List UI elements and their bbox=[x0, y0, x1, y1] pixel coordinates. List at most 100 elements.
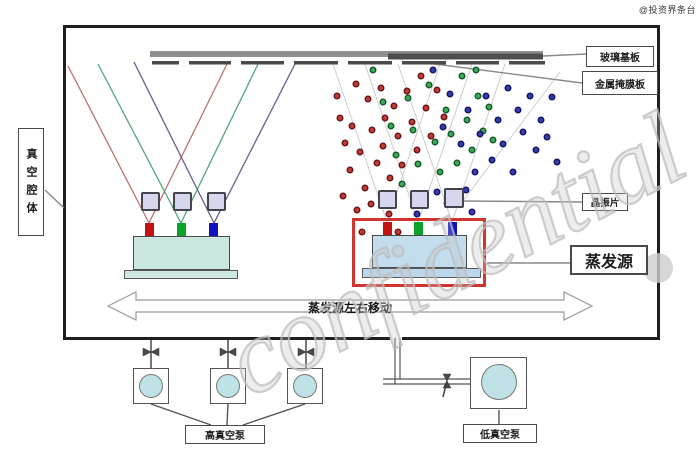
right-nozzle-blue bbox=[448, 222, 457, 235]
metal-mask-segment bbox=[241, 61, 284, 65]
vapor-particle bbox=[499, 140, 507, 148]
vapor-particle bbox=[509, 168, 517, 176]
vapor-particle bbox=[377, 84, 385, 92]
vapor-particle bbox=[436, 168, 444, 176]
vapor-particle bbox=[442, 106, 450, 114]
vapor-particle bbox=[352, 80, 360, 88]
right-nozzle-red bbox=[383, 222, 392, 235]
vapor-particle bbox=[381, 114, 389, 122]
vapor-particle bbox=[553, 158, 561, 166]
pump-rotor bbox=[216, 374, 240, 398]
pump-rotor bbox=[139, 374, 163, 398]
valve-icons bbox=[142, 347, 452, 398]
right-source-body bbox=[372, 235, 467, 268]
metal-mask-segment bbox=[189, 61, 231, 65]
vapor-particle bbox=[474, 92, 482, 100]
right-nozzle-green bbox=[414, 222, 423, 235]
vapor-particle bbox=[431, 138, 439, 146]
vapor-particle bbox=[348, 122, 356, 130]
crystal-monitor bbox=[141, 192, 160, 211]
vapor-particle bbox=[447, 130, 455, 138]
vapor-particle bbox=[471, 168, 479, 176]
vapor-particle bbox=[422, 104, 430, 112]
crystal-monitor bbox=[207, 192, 226, 211]
vapor-particle bbox=[519, 128, 527, 136]
vapor-particle bbox=[398, 161, 406, 169]
metal-mask-segment bbox=[348, 61, 392, 65]
vapor-particle bbox=[468, 146, 476, 154]
vapor-particle bbox=[361, 184, 369, 192]
vapor-particle bbox=[385, 210, 393, 218]
left-source-body bbox=[133, 236, 230, 270]
vapor-particle bbox=[427, 132, 435, 140]
vapor-particle bbox=[537, 116, 545, 124]
arrow-label: 蒸发源左右移动 bbox=[307, 301, 392, 315]
metal-mask-segment bbox=[456, 61, 499, 65]
vapor-particle bbox=[413, 146, 421, 154]
vapor-particle bbox=[476, 130, 484, 138]
pump-piping bbox=[150, 338, 500, 426]
vapor-particle bbox=[464, 106, 472, 114]
glass-substrate-bar-dark bbox=[388, 53, 543, 60]
vapor-particle bbox=[514, 106, 522, 114]
crystal-monitor bbox=[173, 192, 192, 211]
vapor-particle bbox=[369, 66, 377, 74]
pump-rotor bbox=[293, 374, 317, 398]
vapor-particle bbox=[390, 102, 398, 110]
vapor-particle bbox=[367, 200, 375, 208]
vapor-particle bbox=[488, 156, 496, 164]
left-nozzle-green bbox=[177, 223, 186, 236]
vapor-particle bbox=[403, 87, 411, 95]
vapor-particle bbox=[339, 192, 347, 200]
vapor-particle bbox=[463, 116, 471, 124]
vapor-particle bbox=[404, 94, 412, 102]
metal-mask-segment bbox=[152, 61, 179, 65]
vapor-particle bbox=[386, 174, 394, 182]
vapor-particle bbox=[364, 95, 372, 103]
label-low-vacuum-pump: 低真空泵 bbox=[463, 424, 537, 443]
crystal-monitor bbox=[444, 188, 464, 208]
label-evaporation-source: 蒸发源 bbox=[570, 245, 648, 275]
corner-watermark: @投资界条台 bbox=[638, 5, 696, 15]
label-crystal-monitor: 晶振片 bbox=[582, 193, 628, 211]
vapor-particle bbox=[429, 66, 437, 74]
pump-rotor bbox=[481, 364, 517, 400]
vapor-particle bbox=[356, 148, 364, 156]
gray-circle-artifact bbox=[643, 253, 673, 283]
vapor-particle bbox=[379, 98, 387, 106]
vapor-particle bbox=[504, 84, 512, 92]
vapor-particle bbox=[543, 133, 551, 141]
left-nozzle-blue bbox=[209, 223, 218, 236]
metal-mask-segment bbox=[402, 61, 446, 65]
vapor-particle bbox=[548, 93, 556, 101]
vacuum-chamber-outline bbox=[63, 25, 660, 340]
vapor-particle bbox=[453, 159, 461, 167]
vapor-particle bbox=[394, 228, 402, 236]
vapor-particle bbox=[398, 180, 406, 188]
vapor-particle bbox=[425, 81, 433, 89]
metal-mask-segment bbox=[509, 61, 545, 65]
label-vacuum-chamber: 真空腔体 bbox=[18, 128, 44, 236]
left-fan-lines bbox=[67, 61, 297, 224]
crystal-monitor bbox=[410, 190, 429, 209]
vapor-particle bbox=[433, 188, 441, 196]
callout-pointer-lines bbox=[44, 53, 587, 264]
metal-mask-segment bbox=[294, 61, 338, 65]
vapor-particle bbox=[408, 118, 416, 126]
vapor-particle bbox=[462, 186, 470, 194]
vapor-particle bbox=[532, 146, 540, 154]
vapor-particle bbox=[446, 90, 454, 98]
vapor-particle bbox=[387, 122, 395, 130]
vapor-particle bbox=[440, 113, 448, 121]
vapor-particle bbox=[457, 140, 465, 148]
vapor-particle bbox=[341, 139, 349, 147]
right-source-base bbox=[362, 268, 481, 278]
vapor-particle bbox=[485, 103, 493, 111]
vapor-particle bbox=[394, 132, 402, 140]
vapor-particle bbox=[482, 92, 490, 100]
vapor-particle bbox=[409, 126, 417, 134]
glass-substrate-bar bbox=[150, 51, 543, 57]
vapor-particle bbox=[346, 166, 354, 174]
